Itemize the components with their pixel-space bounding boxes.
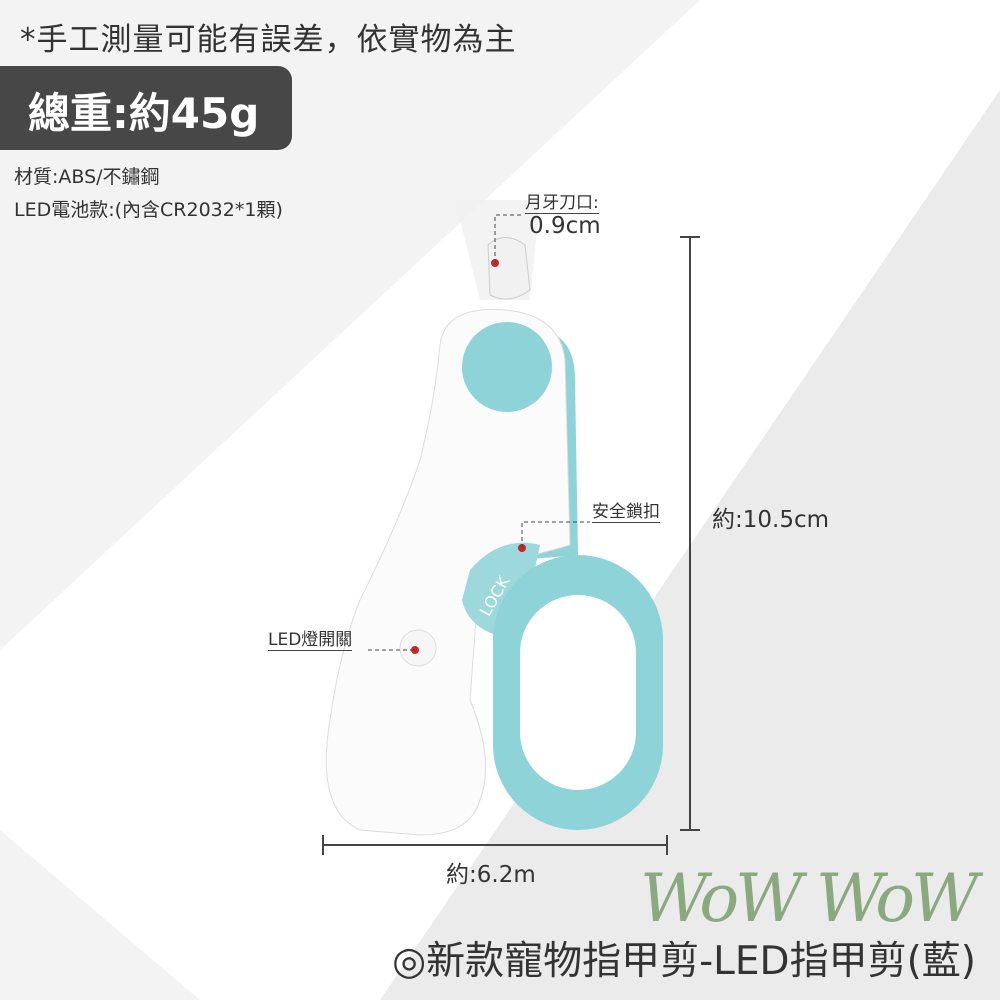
lock-leader-line bbox=[521, 521, 590, 548]
crescent-blade bbox=[487, 237, 531, 300]
total-weight: 總重:約45g bbox=[28, 89, 260, 138]
material-spec: 材質:ABS/不鏽鋼 bbox=[14, 166, 160, 188]
handle-hole bbox=[520, 595, 636, 790]
product-title: ◎新款寵物指甲剪-LED指甲剪(藍) bbox=[392, 939, 976, 984]
blade-leader-line bbox=[494, 214, 522, 263]
battery-spec: LED電池款:(內含CR2032*1顆) bbox=[14, 199, 283, 221]
wowwow-logo: WoW WoW bbox=[640, 860, 979, 937]
led-switch-label: LED燈開關 bbox=[268, 630, 353, 651]
background-panel-lower bbox=[0, 650, 200, 1000]
blue-button-circle bbox=[462, 322, 552, 412]
clipper-body bbox=[325, 308, 571, 836]
lock-label: 安全鎖扣 bbox=[592, 502, 660, 523]
blade-value: 0.9cm bbox=[529, 213, 601, 239]
measurement-notice: *手工測量可能有誤差，依實物為主 bbox=[20, 22, 517, 58]
weight-badge bbox=[0, 66, 292, 150]
width-dimension: 約:6.2m bbox=[446, 862, 536, 888]
led-marker bbox=[411, 646, 419, 654]
height-dimension: 約:10.5cm bbox=[712, 507, 830, 533]
height-dimension-line bbox=[680, 236, 700, 831]
blade-label: 月牙刀口: bbox=[525, 193, 599, 214]
width-dimension-line bbox=[322, 835, 668, 855]
